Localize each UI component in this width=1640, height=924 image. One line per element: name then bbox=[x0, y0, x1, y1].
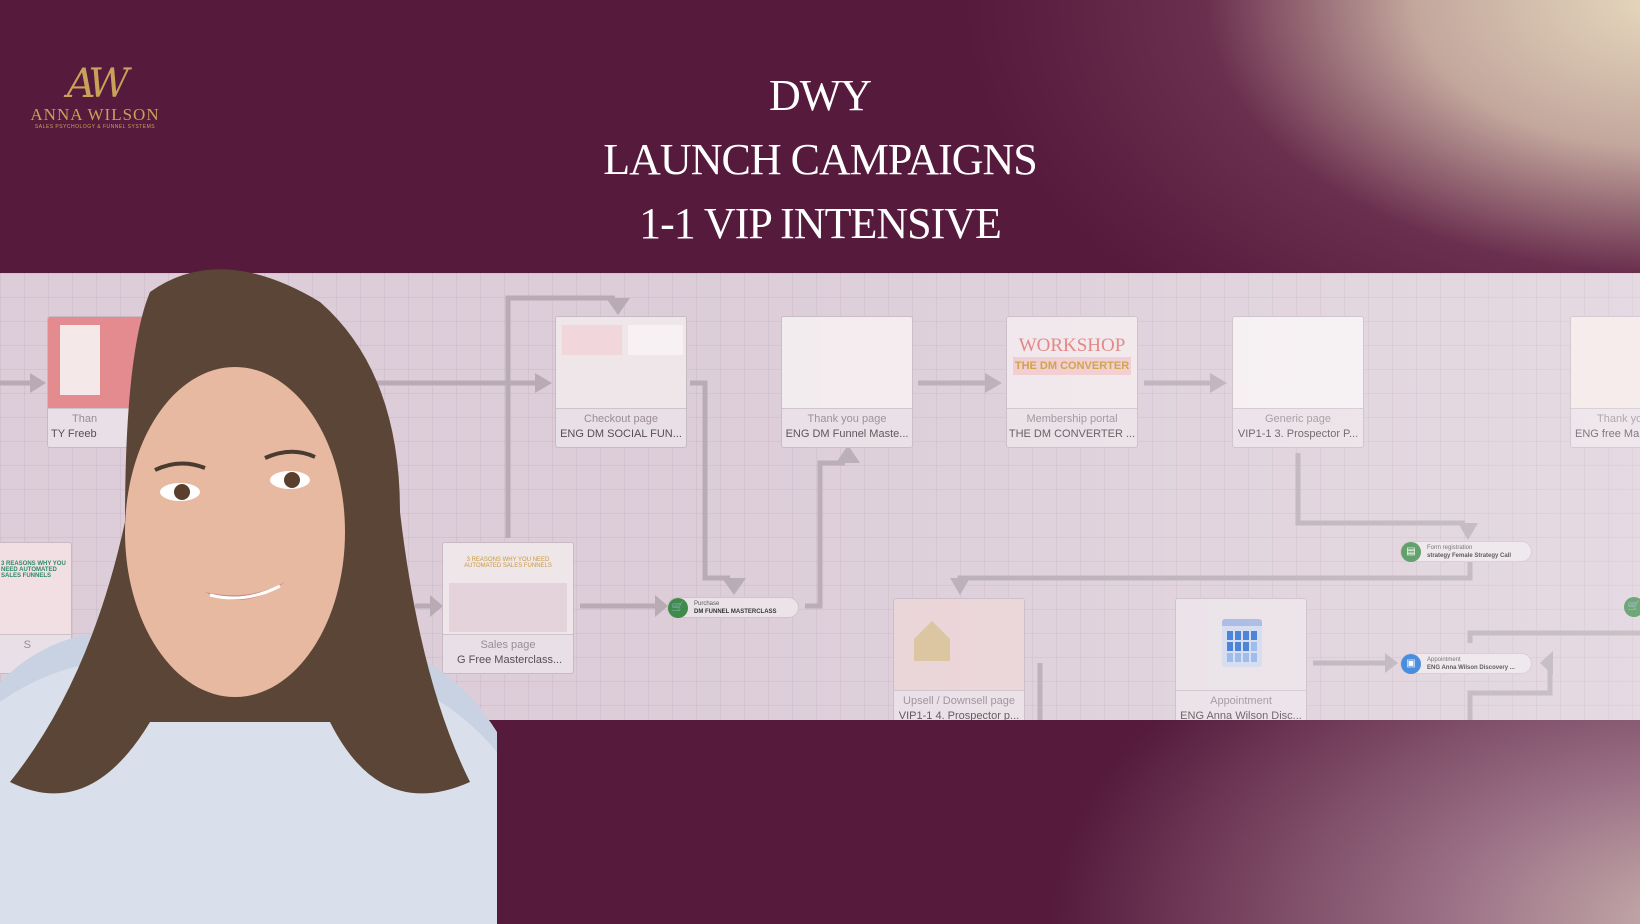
page-thumbnail bbox=[1176, 599, 1306, 691]
step-name: ENG DM SOCIAL FUN... bbox=[560, 428, 682, 440]
event-kind: Appointment bbox=[1427, 657, 1461, 663]
funnel-step-card[interactable]: Thank yo ENG free Ma bbox=[1570, 316, 1640, 448]
step-type: Thank yo bbox=[1597, 413, 1640, 425]
page-thumbnail bbox=[1571, 317, 1640, 409]
cart-icon[interactable]: 🛒 bbox=[1624, 597, 1640, 617]
funnel-connectors bbox=[0, 295, 1640, 720]
page-thumbnail bbox=[556, 317, 686, 409]
arrowhead bbox=[1458, 523, 1478, 540]
arrowhead bbox=[30, 373, 46, 393]
step-name: G Free Masterclass... bbox=[457, 654, 563, 666]
page-thumbnail bbox=[894, 599, 1024, 691]
step-name: ENG DM Funnel Maste... bbox=[785, 428, 909, 440]
connector bbox=[957, 553, 1473, 588]
step-type: Upsell / Downsell page bbox=[903, 695, 1015, 707]
funnel-step-card[interactable]: 3 REASONS WHY YOU NEED AUTOMATED SALES F… bbox=[0, 542, 72, 674]
arrowhead bbox=[1210, 373, 1227, 393]
arrowhead bbox=[1540, 651, 1553, 675]
funnel-step-card[interactable]: Upsell / Downsell page VIP1-1 4. Prospec… bbox=[893, 598, 1025, 720]
arrowhead bbox=[535, 373, 552, 393]
step-name: ENG free Ma bbox=[1575, 428, 1640, 440]
event-kind: Purchase bbox=[694, 601, 720, 607]
calendar-icon: ▣ bbox=[1401, 654, 1421, 674]
title-line-2: LAUNCH CAMPAIGNS bbox=[603, 135, 1037, 184]
funnel-step-card[interactable]: Generic page VIP1-1 3. Prospector P... bbox=[1232, 316, 1364, 448]
arrowhead bbox=[606, 298, 630, 315]
title-line-1: DWY bbox=[768, 71, 872, 120]
arrowhead bbox=[836, 445, 860, 463]
connector bbox=[1467, 630, 1640, 643]
step-type: Sales page bbox=[480, 639, 536, 651]
funnel-step-card[interactable]: Appointment ENG Anna Wilson Disc... bbox=[1175, 598, 1307, 720]
step-type: S bbox=[23, 639, 31, 651]
event-name: strategy Female Strategy Call bbox=[1427, 553, 1512, 559]
funnel-step-card[interactable]: 3 REASONS WHY YOU NEED AUTOMATED SALES F… bbox=[442, 542, 574, 674]
step-type: Thank you page bbox=[807, 413, 887, 425]
connector bbox=[1295, 453, 1465, 526]
arrowhead bbox=[430, 595, 443, 617]
logo-tagline: SALES PSYCHOLOGY & FUNNEL SYSTEMS bbox=[34, 124, 156, 130]
step-name: THE DM CONVERTER ... bbox=[1008, 428, 1136, 440]
arrowhead bbox=[985, 373, 1002, 393]
page-title: DWY LAUNCH CAMPAIGNS 1-1 VIP INTENSIVE bbox=[0, 64, 1640, 256]
form-icon: ▤ bbox=[1401, 542, 1421, 562]
cart-icon: 🛒 bbox=[668, 598, 688, 618]
logo-name: ANNA WILSON bbox=[30, 105, 160, 124]
thumb-workshop: WORKSHOP bbox=[1018, 335, 1126, 356]
step-type: Membership portal bbox=[1026, 413, 1118, 425]
event-kind: Form registration bbox=[1427, 545, 1473, 551]
funnel-step-card[interactable]: WORKSHOP THE DM CONVERTER Membership por… bbox=[1006, 316, 1138, 448]
step-name: VIP1-1 4. Prospector p... bbox=[898, 710, 1020, 720]
page-thumbnail bbox=[1233, 317, 1363, 409]
arrowhead bbox=[655, 595, 668, 617]
event-name: ENG Anna Wilson Discovery ... bbox=[1427, 665, 1515, 671]
funnel-step-card[interactable]: Thank you page ENG DM Funnel Maste... bbox=[781, 316, 913, 448]
connector bbox=[805, 460, 845, 609]
event-name: DM FUNNEL MASTERCLASS bbox=[694, 609, 777, 615]
connector bbox=[1467, 665, 1553, 720]
title-line-3: 1-1 VIP INTENSIVE bbox=[639, 199, 1002, 248]
presenter-photo bbox=[0, 262, 497, 924]
step-type: Appointment bbox=[1210, 695, 1272, 707]
page-thumbnail: 3 REASONS WHY YOU NEED AUTOMATED SALES F… bbox=[0, 543, 71, 635]
step-name: TY Freeb bbox=[51, 428, 97, 440]
arrowhead bbox=[950, 578, 970, 595]
thumb-dm-converter: THE DM CONVERTER bbox=[1013, 357, 1131, 375]
logo-monogram: AW bbox=[66, 61, 129, 107]
brand-logo: AW ANNA WILSON SALES PSYCHOLOGY & FUNNEL… bbox=[30, 62, 160, 130]
funnel-step-card[interactable]: Checkout page ENG DM SOCIAL FUN... bbox=[555, 316, 687, 448]
presenter-illustration bbox=[0, 269, 497, 924]
thumb-headline: 3 REASONS WHY YOU NEED AUTOMATED SALES F… bbox=[1, 561, 66, 579]
arrowhead bbox=[722, 578, 746, 595]
page-thumbnail: WORKSHOP THE DM CONVERTER bbox=[1007, 317, 1137, 409]
calendar-icon bbox=[1222, 619, 1262, 667]
step-type: Than bbox=[72, 413, 98, 425]
connector bbox=[690, 380, 730, 581]
event-purchase[interactable]: 🛒 Purchase DM FUNNEL MASTERCLASS bbox=[667, 597, 799, 618]
step-type: Checkout page bbox=[584, 413, 658, 425]
event-form-registration[interactable]: ▤ Form registration strategy Female Strat… bbox=[1400, 541, 1532, 562]
arrowhead bbox=[1385, 653, 1398, 673]
thumb-headline: 3 REASONS WHY YOU NEED AUTOMATED SALES F… bbox=[464, 557, 552, 569]
connector bbox=[505, 295, 615, 538]
page-thumbnail: 3 REASONS WHY YOU NEED AUTOMATED SALES F… bbox=[443, 543, 573, 635]
step-name: VIP1-1 3. Prospector P... bbox=[1237, 428, 1359, 440]
step-name: ENG Anna Wilson Disc... bbox=[1180, 710, 1302, 720]
page-thumbnail bbox=[782, 317, 912, 409]
step-type: Generic page bbox=[1264, 413, 1332, 425]
